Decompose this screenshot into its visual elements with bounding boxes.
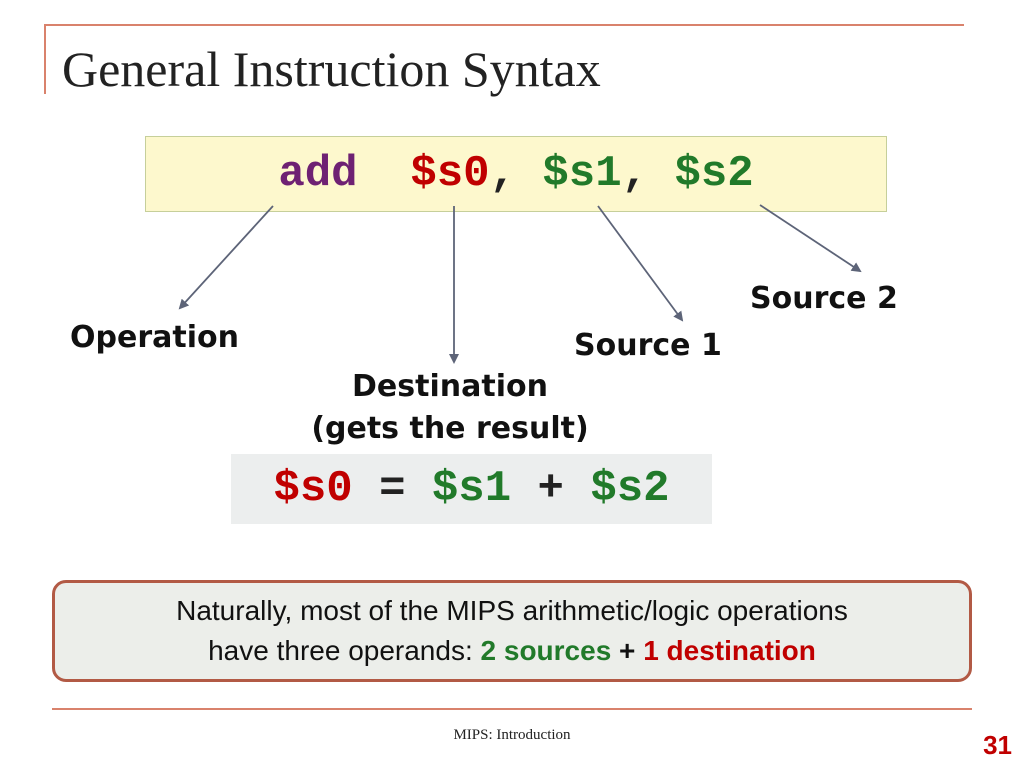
- equation-box: $s0 = $s1 + $s2: [231, 454, 712, 524]
- operation-label: Operation: [70, 320, 239, 355]
- source1-label: Source 1: [574, 328, 722, 363]
- instruction-comma-2: ,: [621, 149, 649, 199]
- operands-note: Naturally, most of the MIPS arithmetic/l…: [52, 580, 972, 682]
- note-sources: 2 sources: [480, 635, 612, 666]
- page-number: 31: [983, 730, 1012, 760]
- title-rule-left: [44, 24, 46, 94]
- equation-source-2: $s2: [590, 464, 670, 514]
- instruction-source-2: $s2: [674, 149, 754, 199]
- slide-title: General Instruction Syntax: [62, 41, 601, 97]
- note-line-2-prefix: have three operands:: [208, 635, 481, 666]
- source2-label: Source 2: [750, 281, 898, 316]
- equation-source-1: $s1: [431, 464, 512, 514]
- equation-plus: +: [537, 464, 564, 514]
- instruction-source-1: $s1: [542, 149, 622, 199]
- destination-label-title: Destination: [352, 369, 548, 404]
- instruction-text: add $s0, $s1, $s2: [145, 136, 887, 212]
- instruction-box: [145, 136, 887, 212]
- source1-arrow: [597, 205, 684, 322]
- note-line-1: Naturally, most of the MIPS arithmetic/l…: [176, 595, 848, 626]
- instruction-comma-1: ,: [489, 149, 516, 199]
- title-rule-top: [44, 24, 964, 26]
- footer-text: MIPS: Introduction: [453, 727, 571, 743]
- footer-rule: [52, 708, 972, 710]
- note-destination: 1 destination: [643, 635, 816, 666]
- instruction-destination: $s0: [410, 149, 490, 199]
- destination-label-note: (gets the result): [311, 411, 589, 446]
- source2-arrow: [759, 204, 862, 273]
- equation-equals: =: [379, 464, 406, 514]
- instruction-opcode: add: [278, 149, 358, 199]
- note-line-2: have three operands: 2 sources + 1 desti…: [208, 631, 816, 671]
- note-plus: +: [619, 635, 636, 666]
- operation-arrow: [178, 205, 274, 310]
- equation-destination: $s0: [273, 464, 353, 514]
- destination-label: Destination (gets the result): [280, 366, 620, 450]
